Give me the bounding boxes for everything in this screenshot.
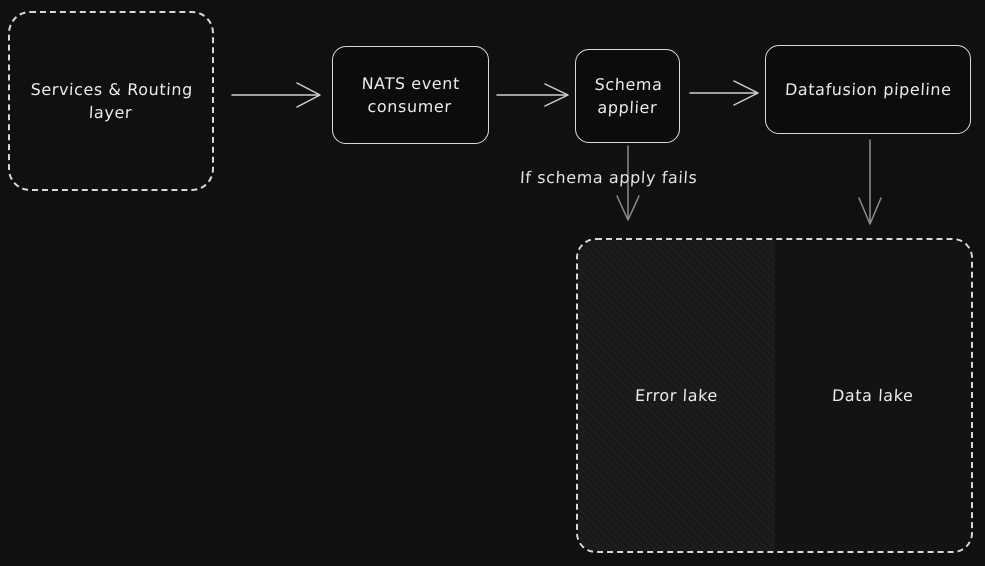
lakes-container: Error lake Data lake [576, 238, 973, 553]
node-schema-applier[interactable]: Schema applier [575, 49, 680, 143]
edge-schema-to-datafusion [689, 80, 759, 106]
edge-label-if-schema-apply-fails: If schema apply fails [519, 168, 698, 187]
node-label: Data lake [831, 385, 915, 405]
node-error-lake[interactable]: Error lake [578, 240, 776, 551]
edge-nats-to-schema [496, 83, 569, 107]
node-services-routing-layer[interactable]: Services & Routing layer [8, 11, 214, 191]
node-label: Services & Routing layer [29, 79, 194, 122]
node-label: Error lake [634, 385, 719, 405]
edge-datafusion-to-data-lake [858, 139, 882, 225]
node-label: NATS event consumer [361, 73, 461, 116]
node-datafusion-pipeline[interactable]: Datafusion pipeline [765, 45, 971, 134]
node-nats-event-consumer[interactable]: NATS event consumer [332, 46, 489, 144]
edge-services-to-nats [231, 82, 321, 108]
node-label: Schema applier [593, 74, 663, 117]
node-label: Datafusion pipeline [784, 79, 952, 99]
node-data-lake[interactable]: Data lake [775, 240, 971, 551]
